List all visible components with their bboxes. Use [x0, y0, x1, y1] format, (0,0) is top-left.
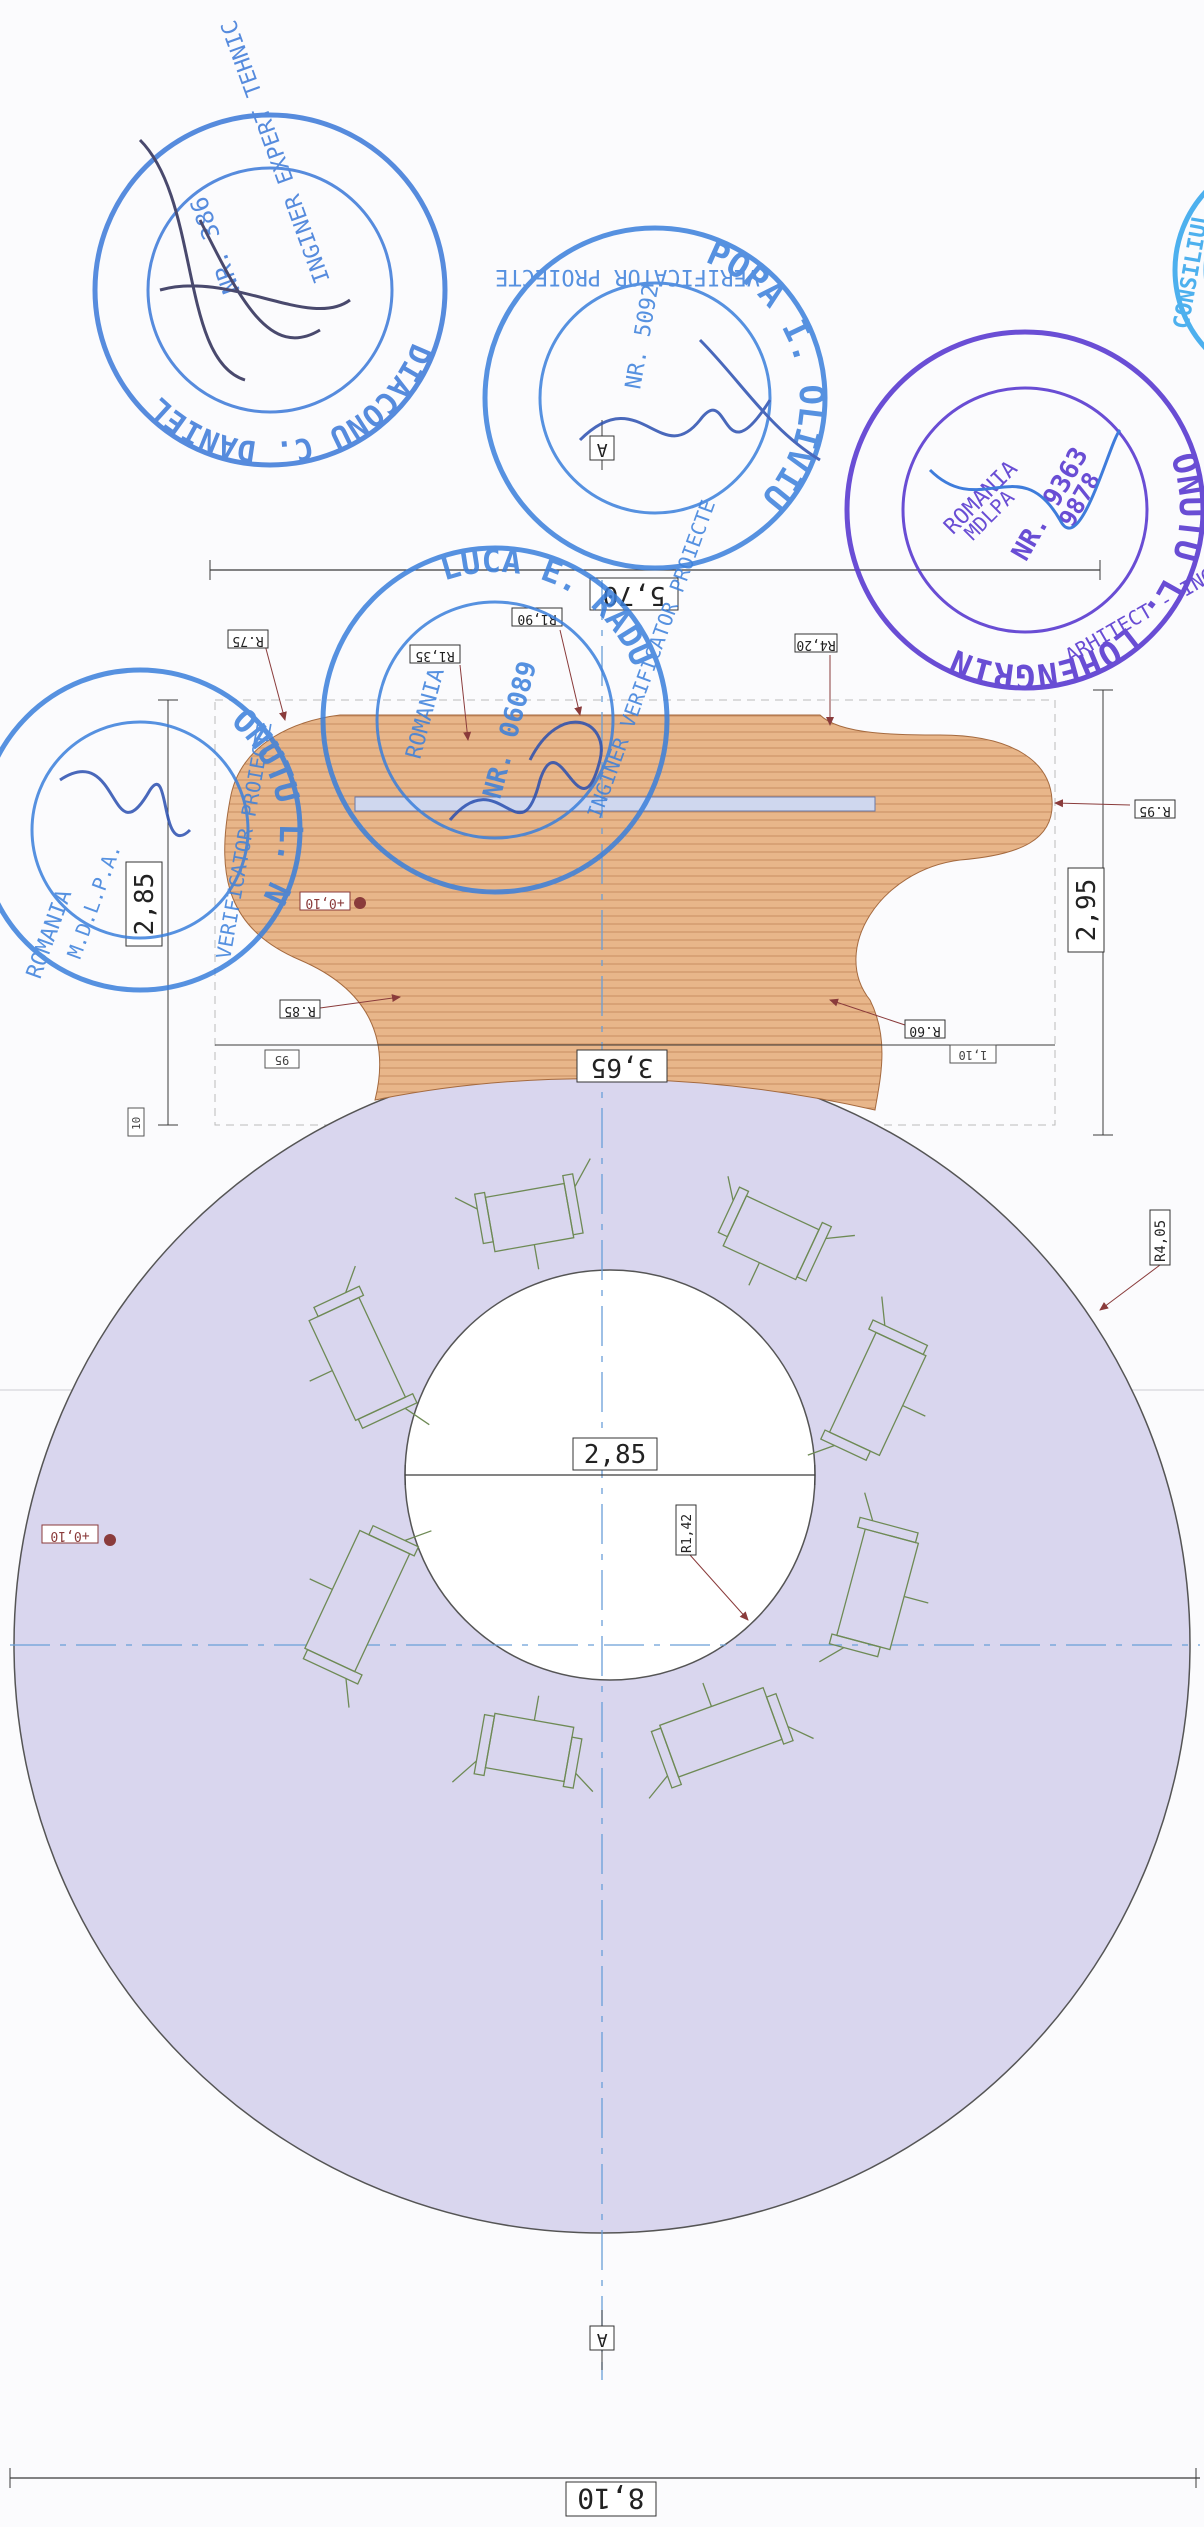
- radius-outer-label: R4,05: [1153, 1220, 1169, 1262]
- signature-onutu-violet: [928, 428, 1122, 530]
- seat-group-7: [302, 1524, 432, 1708]
- neck-width-label: 3,65: [591, 1052, 654, 1082]
- radius-r85-label: R.85: [284, 1003, 315, 1018]
- seat-group-6: [451, 1695, 594, 1793]
- hole-diameter-label: 2,85: [584, 1440, 647, 1470]
- signature-popa: [578, 338, 821, 462]
- stage-rail: [354, 796, 876, 812]
- seat-group-1: [454, 1158, 591, 1270]
- seat-group-3: [807, 1296, 929, 1462]
- furniture-groups: [302, 1158, 929, 1799]
- radius-r135: R1,35: [409, 644, 472, 741]
- radius-r75: R.75: [227, 629, 287, 721]
- seat-group-4: [819, 1492, 929, 1663]
- dimension-left-height: 2,85: [125, 699, 178, 1126]
- radius-hole: R1,42: [675, 1504, 749, 1621]
- small-label-edge: 10: [130, 1117, 143, 1130]
- radius-outer: R4,05: [1099, 1209, 1171, 1311]
- small-label-right: 1,10: [959, 1048, 988, 1062]
- radius-r75-label: R.75: [232, 633, 263, 648]
- seat-group-5: [648, 1682, 814, 1799]
- radius-r60-label: R.60: [909, 1023, 940, 1038]
- elevation-mark-upper: +0,10: [299, 891, 366, 911]
- radius-r95: R.95: [1054, 799, 1176, 819]
- overall-width-label: 8,10: [577, 2482, 644, 2515]
- radius-r95-label: R.95: [1139, 803, 1170, 818]
- section-marker-lower: A: [589, 2310, 615, 2370]
- radius-r85: R.85: [279, 994, 401, 1019]
- signature-diaconu: [138, 138, 351, 382]
- right-height-label: 2,95: [1072, 879, 1102, 942]
- radius-hole-label: R1,42: [680, 1514, 695, 1553]
- stamp-popa-inner: VERIFICATOR PROIECTE: [495, 264, 760, 289]
- radius-r135-label: R1,35: [415, 648, 454, 663]
- section-marker-label: A: [597, 439, 608, 460]
- signature-luca: [448, 720, 603, 821]
- radius-r420-label: R4,20: [796, 637, 835, 652]
- section-marker-label: A: [597, 2329, 608, 2350]
- elevation-lower-label: +0,10: [50, 1528, 89, 1543]
- small-label-left: 95: [275, 1053, 289, 1067]
- dimension-neck-width: 3,65: [215, 1044, 1055, 1083]
- dimension-hole-diameter: 2,85: [404, 1437, 816, 1485]
- center-axes: [10, 580, 1200, 2380]
- radius-r190-label: R1,90: [517, 611, 556, 626]
- small-dimension-labels: 95 1,10 10: [127, 1044, 997, 1137]
- section-marker-upper: A: [589, 420, 615, 470]
- left-height-label: 2,85: [130, 873, 160, 936]
- radius-r420: R4,20: [794, 633, 838, 726]
- hatched-stage-platform: [224, 714, 1053, 1111]
- dimension-right-height: 2,95: [1067, 689, 1113, 1136]
- elevation-mark-lower: +0,10: [41, 1524, 116, 1546]
- seat-group-2: [717, 1176, 855, 1286]
- signature-onutu-blue: [59, 770, 192, 838]
- radius-r60: R.60: [829, 998, 946, 1039]
- elevation-upper-label: +0,10: [305, 895, 344, 910]
- seat-group-8: [308, 1265, 430, 1430]
- dimension-overall-width: 8,10: [9, 2468, 1200, 2517]
